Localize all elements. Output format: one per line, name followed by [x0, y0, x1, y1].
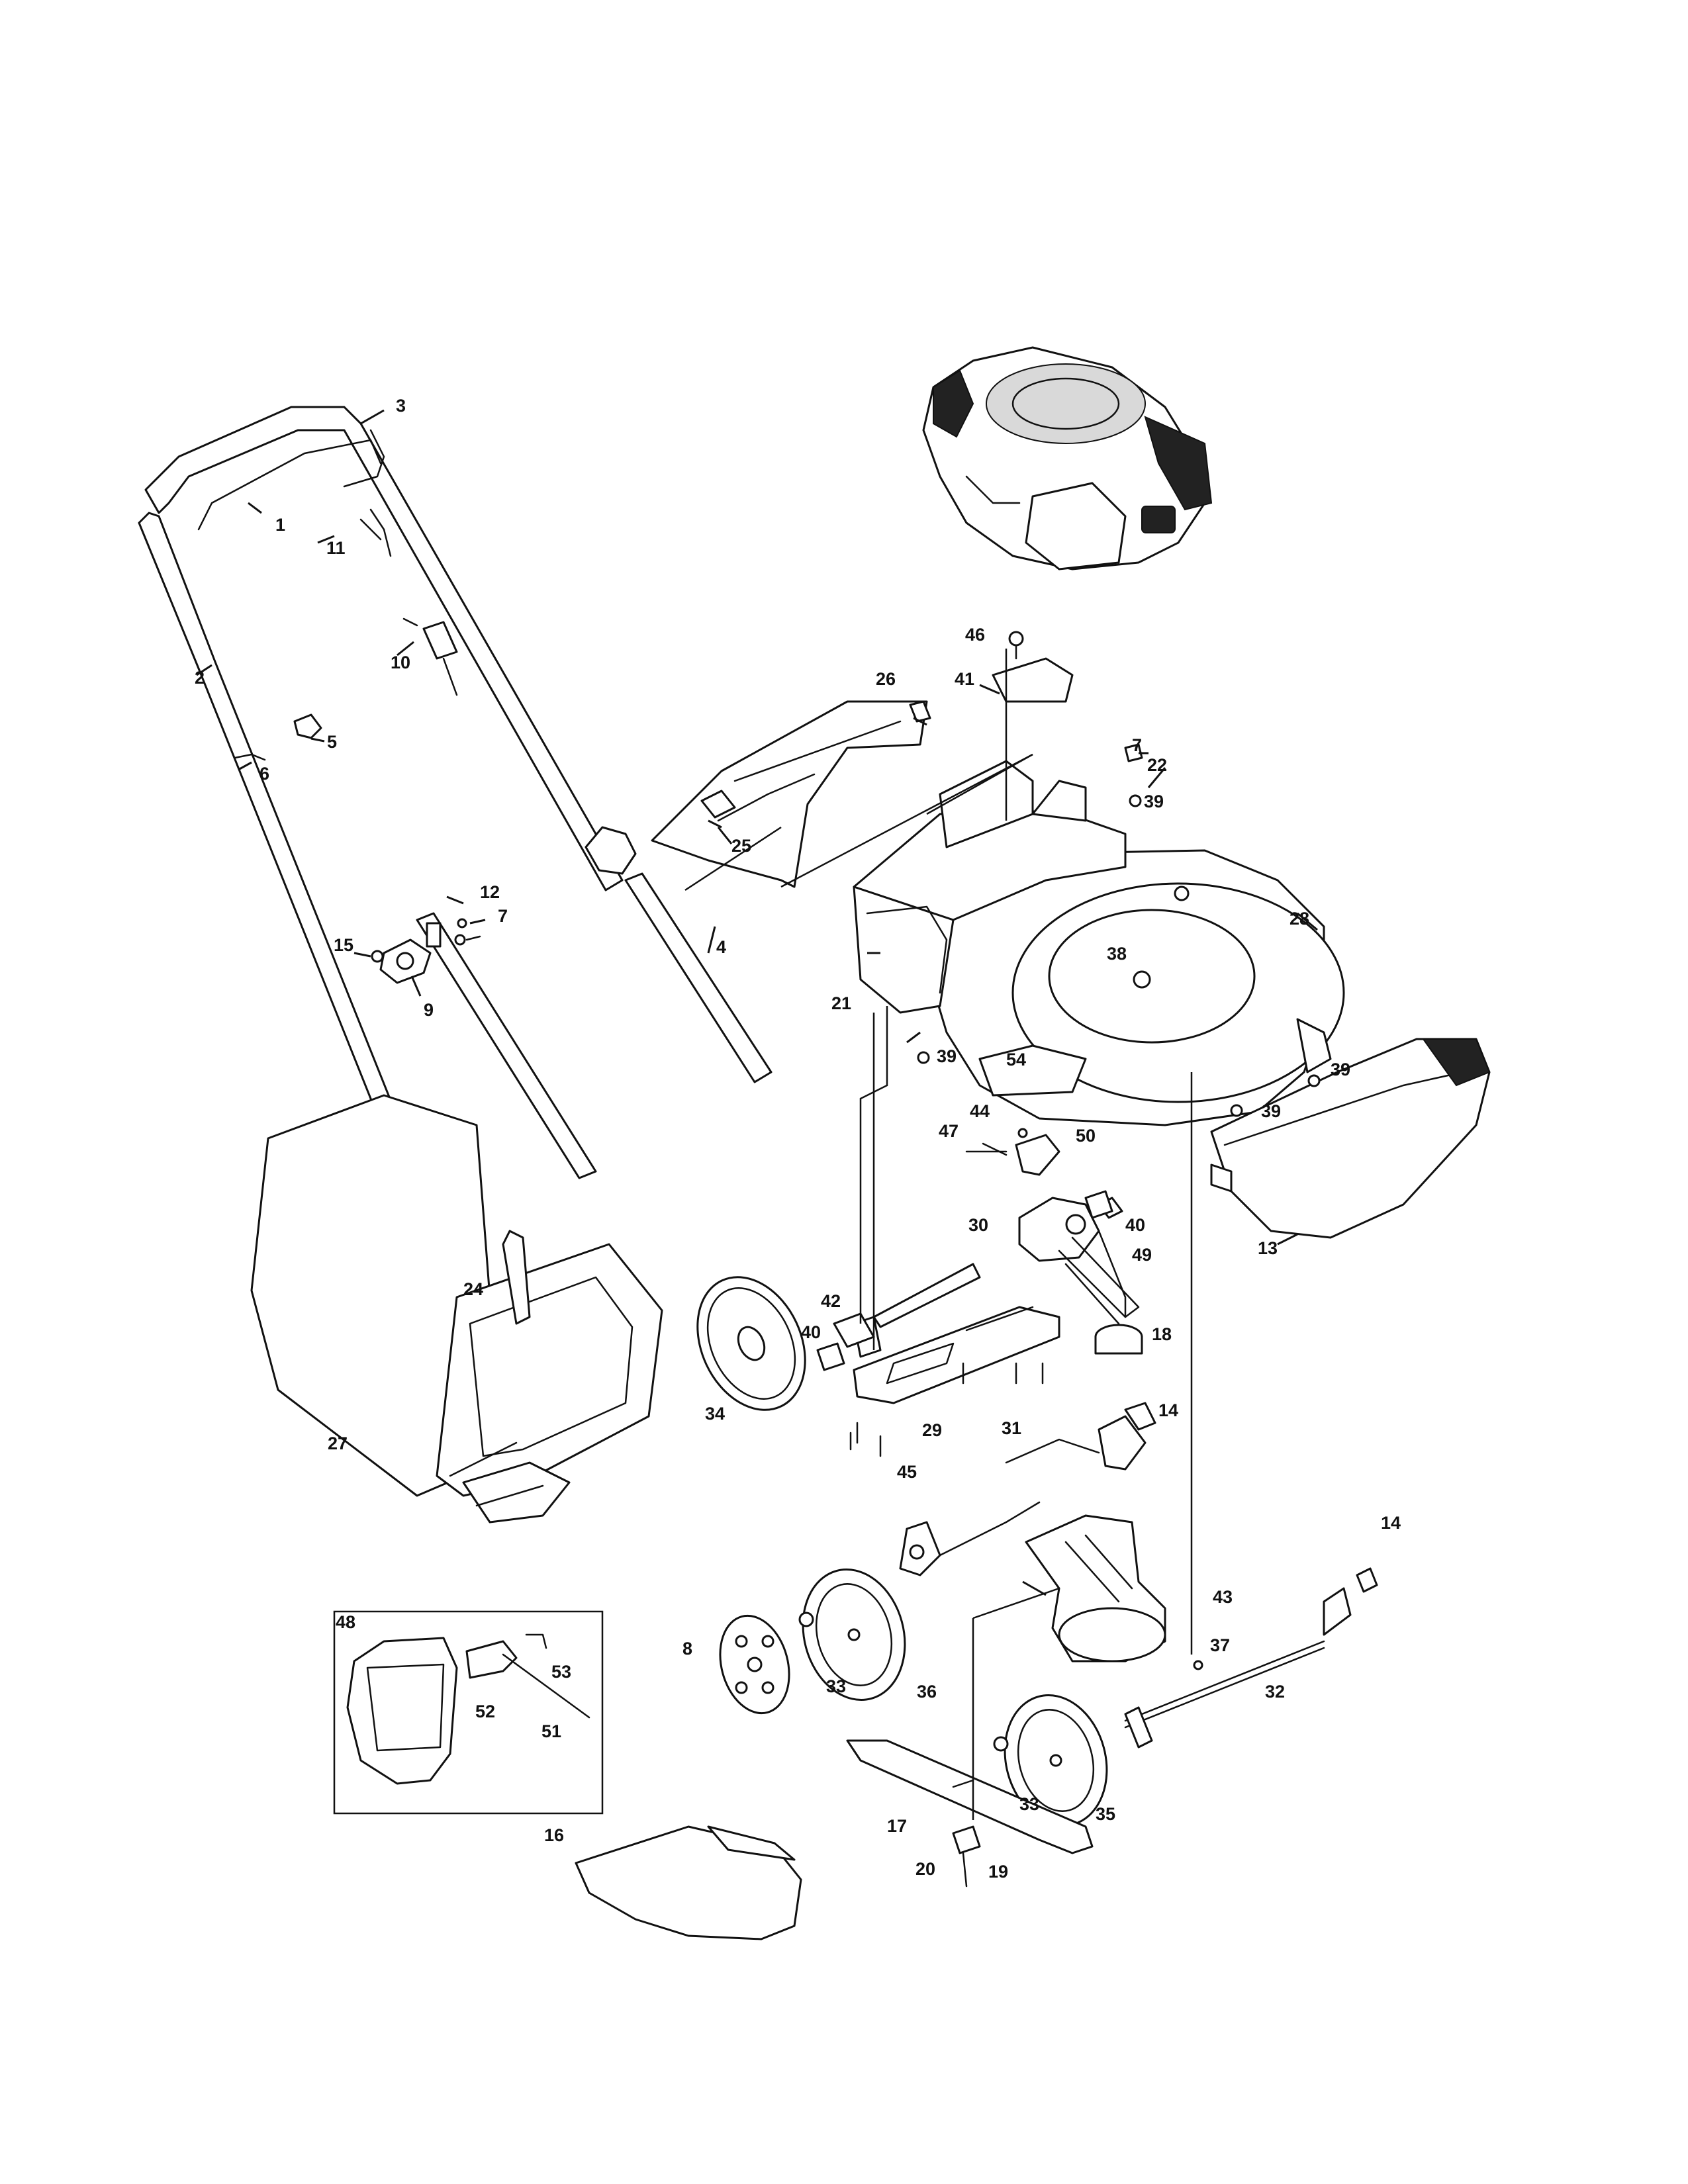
callout-49: 49 [1132, 1245, 1152, 1265]
blade-17 [846, 1739, 1094, 1854]
callout-35: 35 [1096, 1804, 1115, 1824]
callout-26: 26 [876, 669, 896, 689]
callout-3: 3 [396, 396, 406, 416]
misc-hardware [798, 631, 1321, 1752]
callout-34: 34 [705, 1404, 725, 1424]
callout-51: 51 [541, 1721, 561, 1741]
callout-9: 9 [424, 1000, 434, 1020]
callout-22: 22 [1147, 755, 1167, 775]
callout-29: 29 [922, 1420, 942, 1440]
callout-33a: 33 [826, 1676, 846, 1696]
drive-bracket [853, 1306, 1060, 1404]
callout-39c: 39 [1331, 1060, 1350, 1079]
callout-7a: 7 [498, 906, 508, 926]
callout-52: 52 [475, 1702, 495, 1721]
upper-handle [138, 406, 637, 1232]
callout-37: 37 [1210, 1635, 1230, 1655]
engine [922, 346, 1213, 570]
callout-50: 50 [1076, 1126, 1096, 1146]
blade-bolt [952, 1825, 981, 1888]
callout-20: 20 [915, 1859, 935, 1879]
callout-48: 48 [336, 1612, 355, 1632]
callout-5: 5 [327, 732, 337, 752]
belt [1058, 1236, 1140, 1325]
callout-31: 31 [1002, 1418, 1021, 1438]
callout-19: 19 [988, 1862, 1008, 1882]
wheel-36 [802, 1568, 906, 1702]
callout-6: 6 [259, 764, 269, 784]
callout-30: 30 [968, 1215, 988, 1235]
hubcap-8 [719, 1614, 790, 1715]
rear-wheel-hub-34 [696, 1276, 806, 1411]
callout-4: 4 [716, 937, 726, 957]
callout-28: 28 [1289, 909, 1309, 929]
callout-17: 17 [887, 1816, 907, 1836]
callout-25: 25 [731, 836, 751, 856]
callout-18: 18 [1152, 1324, 1172, 1344]
callout-44: 44 [970, 1101, 990, 1121]
front-axle-32 [1124, 1567, 1378, 1749]
callout-32: 32 [1265, 1682, 1285, 1702]
callout-40a: 40 [1125, 1215, 1145, 1235]
grass-catcher-bag [250, 1094, 663, 1524]
mower-deck [853, 760, 1345, 1126]
blade-adapter-43 [1025, 1514, 1166, 1662]
callout-16: 16 [544, 1825, 564, 1845]
callout-10: 10 [391, 653, 410, 672]
callout-45: 45 [897, 1462, 917, 1482]
callout-1: 1 [275, 515, 285, 535]
rear-door [651, 700, 931, 888]
callout-21: 21 [831, 993, 851, 1013]
callout-15: 15 [334, 935, 353, 955]
callout-11: 11 [326, 538, 346, 558]
callout-39d: 39 [1261, 1101, 1281, 1121]
callout-54: 54 [1006, 1050, 1026, 1069]
callout-14a: 14 [1158, 1400, 1178, 1420]
callout-27: 27 [328, 1433, 348, 1453]
callout-2: 2 [195, 668, 205, 688]
callout-13: 13 [1258, 1238, 1278, 1258]
idler-bracket [965, 1134, 1060, 1176]
pulley [1094, 1324, 1143, 1355]
callout-36: 36 [917, 1682, 937, 1702]
callout-43: 43 [1213, 1587, 1233, 1607]
callout-33b: 33 [1019, 1794, 1039, 1814]
callout-labels: 1 2 3 4 5 6 7 8 9 10 11 12 13 14 14 15 1… [195, 396, 1401, 1882]
side-discharge-cover [1210, 1038, 1491, 1239]
callout-41: 41 [955, 669, 974, 689]
callout-39b: 39 [937, 1046, 957, 1066]
callout-42: 42 [821, 1291, 841, 1311]
callout-53: 53 [551, 1662, 571, 1682]
callout-39a: 39 [1144, 792, 1164, 811]
deflector-16 [575, 1825, 802, 1940]
callout-46: 46 [965, 625, 985, 645]
guide-lines [684, 649, 1193, 1820]
callout-12: 12 [480, 882, 500, 902]
rear-axle-31 [899, 1402, 1156, 1576]
callout-40b: 40 [801, 1322, 821, 1342]
callout-7b: 7 [1132, 735, 1142, 755]
callout-38: 38 [1107, 944, 1127, 964]
leader-lines [196, 409, 1318, 1596]
lower-handle [416, 872, 773, 1179]
callout-47: 47 [939, 1121, 959, 1141]
callout-8: 8 [682, 1639, 692, 1659]
pinion-gears [816, 1190, 1113, 1371]
callout-14b: 14 [1381, 1513, 1401, 1533]
handle-hardware [234, 518, 481, 984]
mulch-kit-inset-48 [333, 1610, 604, 1815]
callout-24: 24 [463, 1279, 483, 1299]
